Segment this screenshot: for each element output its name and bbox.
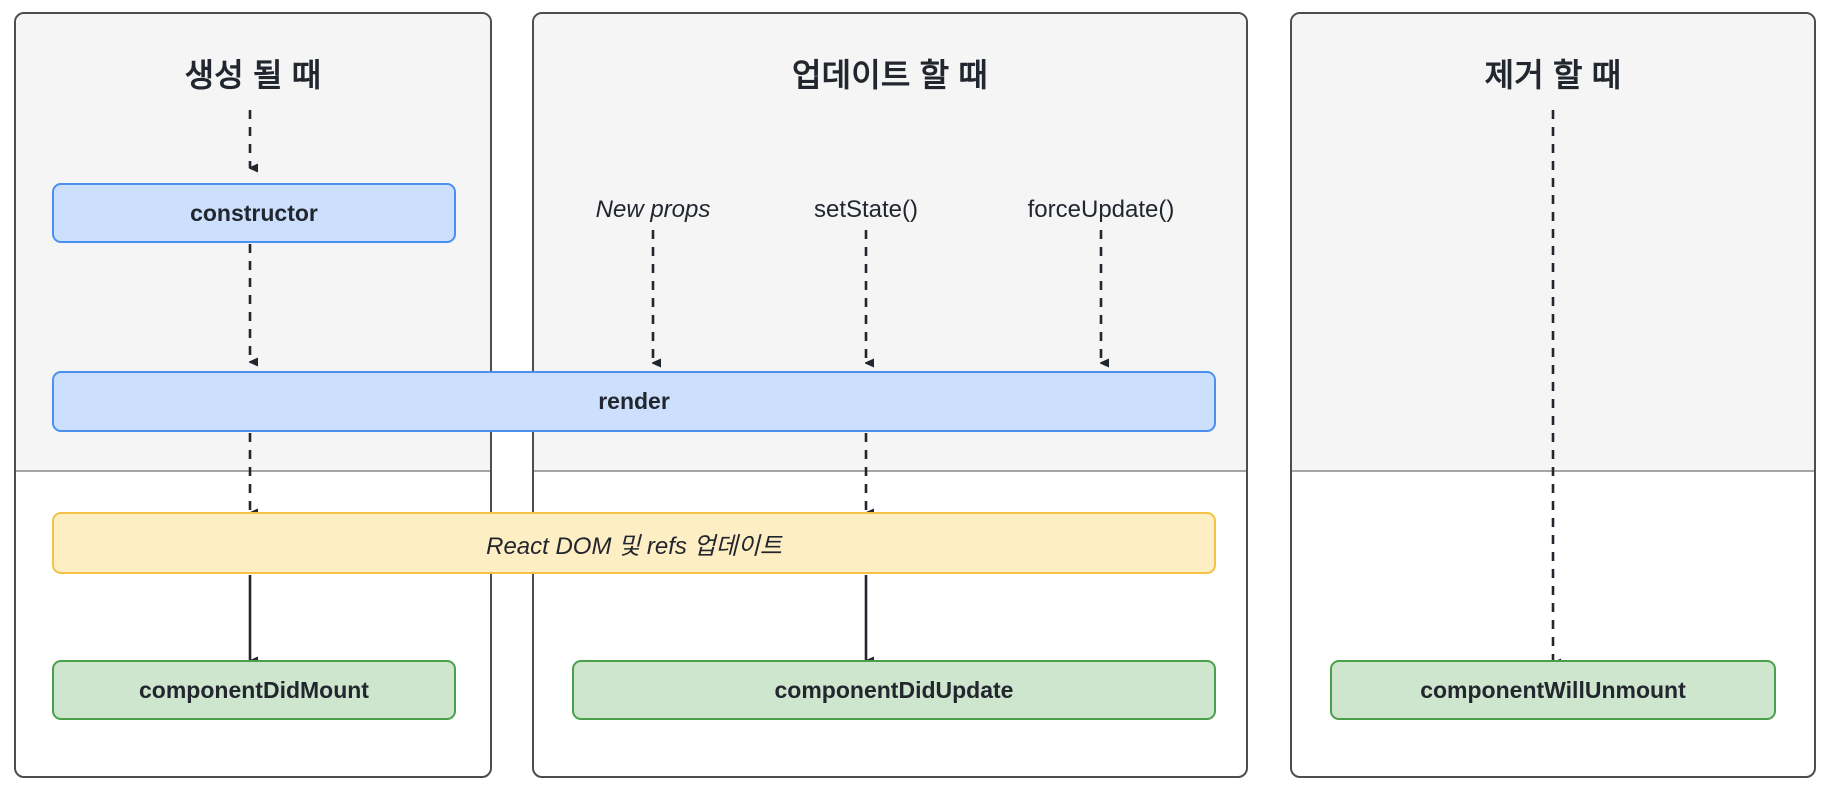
panel-title-updating: 업데이트 할 때: [791, 57, 989, 93]
arrow-render-to-react-dom-updating: [858, 433, 874, 525]
arrow-new-props-to-render: [645, 230, 661, 375]
arrow-set-state-to-render: [858, 230, 874, 375]
arrow-force-update-to-render: [1093, 230, 1109, 375]
trigger-label-force-update: forceUpdate(): [1027, 196, 1175, 223]
node-react-dom-and-refs-update[interactable]: React DOM 및 refs 업데이트: [52, 512, 1216, 574]
trigger-label-set-state: setState(): [813, 196, 919, 223]
node-render[interactable]: render: [52, 371, 1216, 432]
arrow-constructor-to-render: [242, 244, 258, 374]
panel-unmounting: 제거 할 때: [1290, 12, 1816, 778]
panel-title-unmounting: 제거 할 때: [1484, 57, 1622, 93]
arrow-react-dom-to-did-mount: [242, 575, 258, 673]
node-constructor[interactable]: constructor: [52, 183, 456, 243]
arrow-to-will-unmount: [1545, 110, 1561, 675]
arrow-render-to-react-dom-mounting: [242, 433, 258, 525]
node-component-did-update[interactable]: componentDidUpdate: [572, 660, 1216, 720]
node-component-did-mount[interactable]: componentDidMount: [52, 660, 456, 720]
trigger-label-new-props: New props: [595, 196, 711, 223]
panel-title-mounting: 생성 될 때: [184, 57, 322, 93]
arrow-react-dom-to-did-update: [858, 575, 874, 673]
arrow-to-constructor: [242, 110, 258, 178]
node-component-will-unmount[interactable]: componentWillUnmount: [1330, 660, 1776, 720]
